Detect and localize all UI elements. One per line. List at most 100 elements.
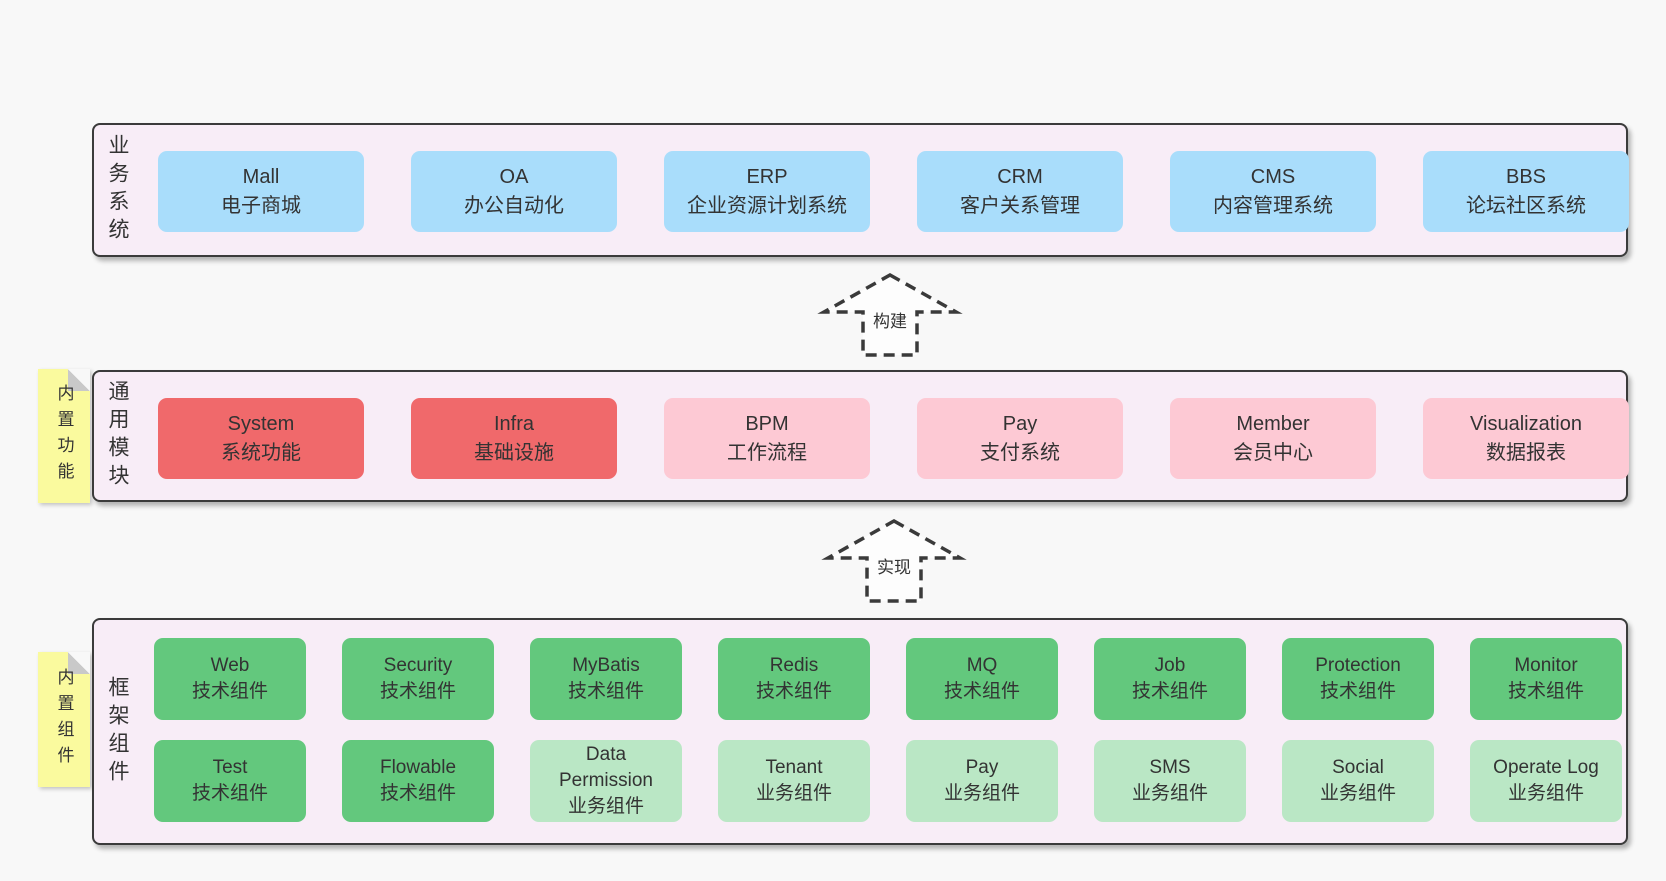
box-title: CMS xyxy=(1250,166,1296,189)
box-mq: MQ 技术组件 xyxy=(906,638,1058,720)
box-subtitle: 技术组件 xyxy=(1131,681,1208,702)
box-protection: Protection 技术组件 xyxy=(1282,638,1434,720)
box-crm: CRM 客户关系管理 xyxy=(917,151,1123,232)
box-title: Job xyxy=(1154,654,1186,676)
sticky-note-label: 内置组件 xyxy=(54,667,74,772)
box-title: MyBatis xyxy=(572,654,640,676)
sticky-note: 内置功能 xyxy=(38,369,90,503)
box-data-permission: Data Permission 业务组件 xyxy=(530,740,682,822)
box-title: CRM xyxy=(997,166,1043,189)
box-test: Test 技术组件 xyxy=(154,740,306,822)
box-bbs: BBS 论坛社区系统 xyxy=(1423,151,1629,232)
box-title: Pay xyxy=(1002,413,1038,436)
box-oa: OA 办公自动化 xyxy=(411,151,617,232)
box-subtitle: 支付系统 xyxy=(980,441,1060,464)
folded-corner-icon xyxy=(68,369,90,391)
box-redis: Redis 技术组件 xyxy=(718,638,870,720)
box-subtitle: 业务组件 xyxy=(943,783,1020,804)
box-title: Mall xyxy=(242,166,280,189)
box-title: SMS xyxy=(1149,756,1191,778)
box-title: Protection xyxy=(1315,654,1401,676)
box-operate-log: Operate Log 业务组件 xyxy=(1470,740,1622,822)
box-visualization: Visualization 数据报表 xyxy=(1423,398,1629,479)
box-subtitle: 论坛社区系统 xyxy=(1466,194,1586,217)
box-subtitle: 电子商城 xyxy=(221,194,301,217)
box-social: Social 业务组件 xyxy=(1282,740,1434,822)
box-subtitle: 业务组件 xyxy=(755,783,832,804)
arrow-label: 实现 xyxy=(874,556,914,580)
box-subtitle: 技术组件 xyxy=(755,681,832,702)
section-label: 业务系统 xyxy=(106,134,129,246)
box-subtitle: 技术组件 xyxy=(943,681,1020,702)
box-subtitle: 技术组件 xyxy=(191,783,268,804)
box-title: MQ xyxy=(966,654,998,676)
box-title: Monitor xyxy=(1514,654,1578,676)
box-flowable: Flowable 技术组件 xyxy=(342,740,494,822)
box-title: BBS xyxy=(1505,166,1547,189)
box-subtitle: 系统功能 xyxy=(221,441,301,464)
box-title: Tenant xyxy=(765,756,823,778)
box-title: Data Permission xyxy=(559,743,653,791)
box-job: Job 技术组件 xyxy=(1094,638,1246,720)
box-erp: ERP 企业资源计划系统 xyxy=(664,151,870,232)
box-subtitle: 技术组件 xyxy=(1319,681,1396,702)
box-title: ERP xyxy=(746,166,788,189)
box-subtitle: 业务组件 xyxy=(1131,783,1208,804)
box-pay: Pay 支付系统 xyxy=(917,398,1123,479)
box-subtitle: 业务组件 xyxy=(1319,783,1396,804)
box-subtitle: 数据报表 xyxy=(1486,441,1566,464)
box-title: Member xyxy=(1236,413,1310,436)
box-title: Flowable xyxy=(379,756,457,778)
folded-corner-icon xyxy=(68,652,90,674)
box-subtitle: 办公自动化 xyxy=(464,194,564,217)
up-arrow-build: 构建 xyxy=(817,272,963,358)
arrow-label: 构建 xyxy=(870,310,910,334)
box-subtitle: 技术组件 xyxy=(379,681,456,702)
box-bpm: BPM 工作流程 xyxy=(664,398,870,479)
box-title: System xyxy=(227,413,295,436)
section-label: 框架组件 xyxy=(106,675,129,788)
box-mall: Mall 电子商城 xyxy=(158,151,364,232)
box-monitor: Monitor 技术组件 xyxy=(1470,638,1622,720)
box-title: Visualization xyxy=(1470,413,1582,436)
box-subtitle: 工作流程 xyxy=(727,441,807,464)
box-title: Security xyxy=(383,654,453,676)
box-title: OA xyxy=(499,166,529,189)
box-subtitle: 会员中心 xyxy=(1233,441,1313,464)
box-subtitle: 技术组件 xyxy=(1507,681,1584,702)
box-subtitle: 技术组件 xyxy=(567,681,644,702)
box-tenant: Tenant 业务组件 xyxy=(718,740,870,822)
box-sms: SMS 业务组件 xyxy=(1094,740,1246,822)
section-label: 通用模块 xyxy=(106,380,129,492)
sticky-note: 内置组件 xyxy=(38,652,90,787)
box-subtitle: 业务组件 xyxy=(567,796,644,818)
box-subtitle: 企业资源计划系统 xyxy=(687,194,847,217)
box-title: Test xyxy=(212,756,248,778)
box-subtitle: 业务组件 xyxy=(1507,783,1584,804)
box-mybatis: MyBatis 技术组件 xyxy=(530,638,682,720)
box-subtitle: 技术组件 xyxy=(191,681,268,702)
box-title: BPM xyxy=(745,413,789,436)
sticky-note-label: 内置功能 xyxy=(54,384,74,488)
box-subtitle: 基础设施 xyxy=(474,441,554,464)
box-title: Operate Log xyxy=(1493,756,1599,778)
box-subtitle: 客户关系管理 xyxy=(960,194,1080,217)
box-title: Pay xyxy=(965,756,999,778)
section-business-systems: 业务系统 Mall 电子商城 OA 办公自动化 ERP 企业资源计划系统 CRM 客户关系管理… xyxy=(92,123,1629,257)
box-system: System 系统功能 xyxy=(158,398,364,479)
box-title: Social xyxy=(1332,756,1384,778)
box-security: Security 技术组件 xyxy=(342,638,494,720)
box-title: Web xyxy=(210,654,250,676)
box-subtitle: 技术组件 xyxy=(379,783,456,804)
box-title: Redis xyxy=(769,654,819,676)
up-arrow-implement: 实现 xyxy=(821,518,967,604)
